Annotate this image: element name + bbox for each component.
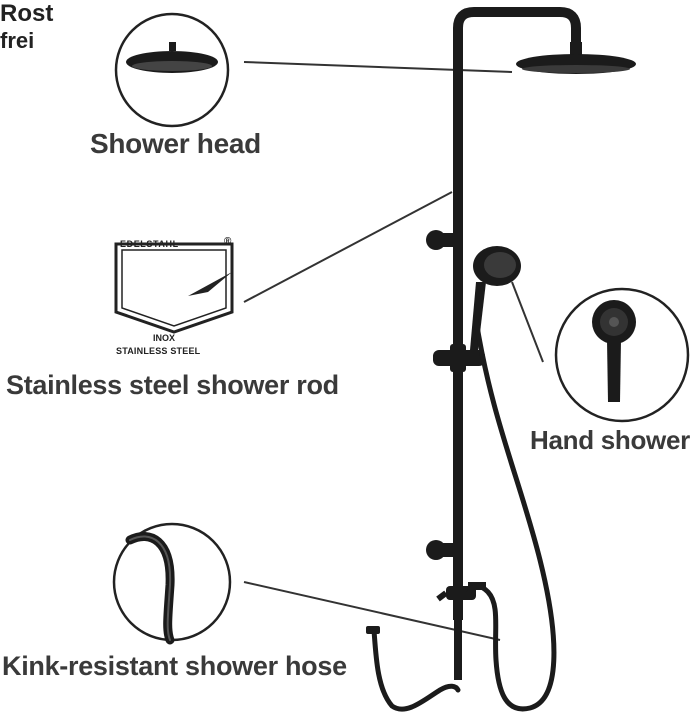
rostfrei-logo xyxy=(114,242,234,334)
logo-frei-text: frei xyxy=(0,28,35,53)
shower-system-product xyxy=(366,7,636,712)
logo-rost-text: Rost xyxy=(0,0,54,27)
hand-shower-label: Hand shower xyxy=(530,425,690,455)
logo-inox-text: INOX xyxy=(153,333,176,343)
leader-lines xyxy=(243,61,544,641)
shower-head-label: Shower head xyxy=(90,128,261,159)
leader-line-hand-shower xyxy=(511,281,544,363)
logo-edelstahl-text: EDELSTAHL xyxy=(120,239,179,249)
hose-detail-circle xyxy=(112,522,232,645)
logo-stainless-steel-text: STAINLESS STEEL xyxy=(116,346,201,356)
shower-hose-label: Kink-resistant shower hose xyxy=(2,651,347,681)
hand-shower-detail-circle xyxy=(554,287,690,423)
leader-line-shower-head xyxy=(243,61,513,73)
shower-rod-label: Stainless steel shower rod xyxy=(6,370,339,400)
leader-line-shower-rod xyxy=(243,191,453,303)
logo-registered-mark: ® xyxy=(224,236,232,247)
shower-head-detail-circle xyxy=(114,12,230,128)
